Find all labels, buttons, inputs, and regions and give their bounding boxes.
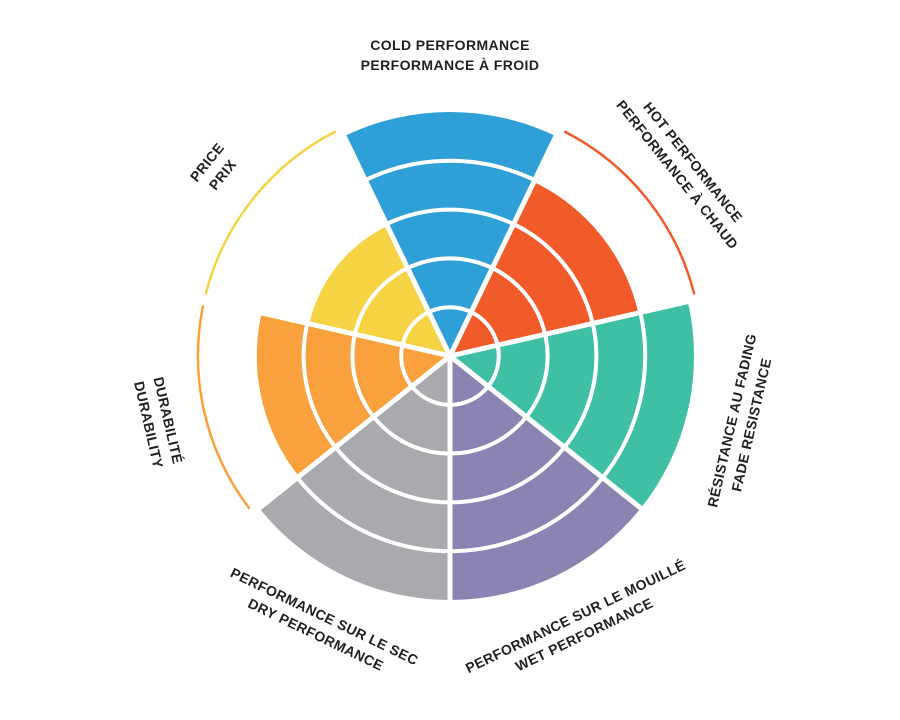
wedge-fade-resistance — [450, 301, 695, 509]
scale-arc-price — [204, 130, 337, 295]
label-cold-performance: COLD PERFORMANCE PERFORMANCE À FROID — [361, 37, 540, 73]
label-price: PRICEPRIX — [187, 140, 243, 197]
sector-divider — [255, 354, 452, 512]
label-hot-performance: HOT PERFORMANCEPERFORMANCE À CHAUD — [613, 85, 757, 253]
scale-arc-durability — [196, 305, 251, 510]
label-durability: DURABILITÉDURABILITY — [131, 375, 186, 470]
wedge-dry-performance — [259, 356, 450, 600]
wedge-wet-performance — [450, 356, 641, 600]
sector-divider — [340, 132, 453, 358]
label-fade-resistance: RÉSISTANCE AU FADINGFADE RESISTANCE — [704, 332, 779, 513]
scale-arc-hot-performance — [563, 130, 696, 295]
wedge-cold-performance — [344, 112, 556, 356]
sector-divider — [448, 354, 645, 512]
sector-divider — [447, 132, 560, 358]
sector-divider — [449, 298, 692, 359]
label-line-innerline: PERFORMANCE À CHAUD — [613, 97, 741, 252]
sector-divider — [208, 298, 451, 359]
label-line-innerline: PERFORMANCE À FROID — [361, 57, 540, 73]
label-line-outerline: COLD PERFORMANCE — [370, 37, 530, 53]
